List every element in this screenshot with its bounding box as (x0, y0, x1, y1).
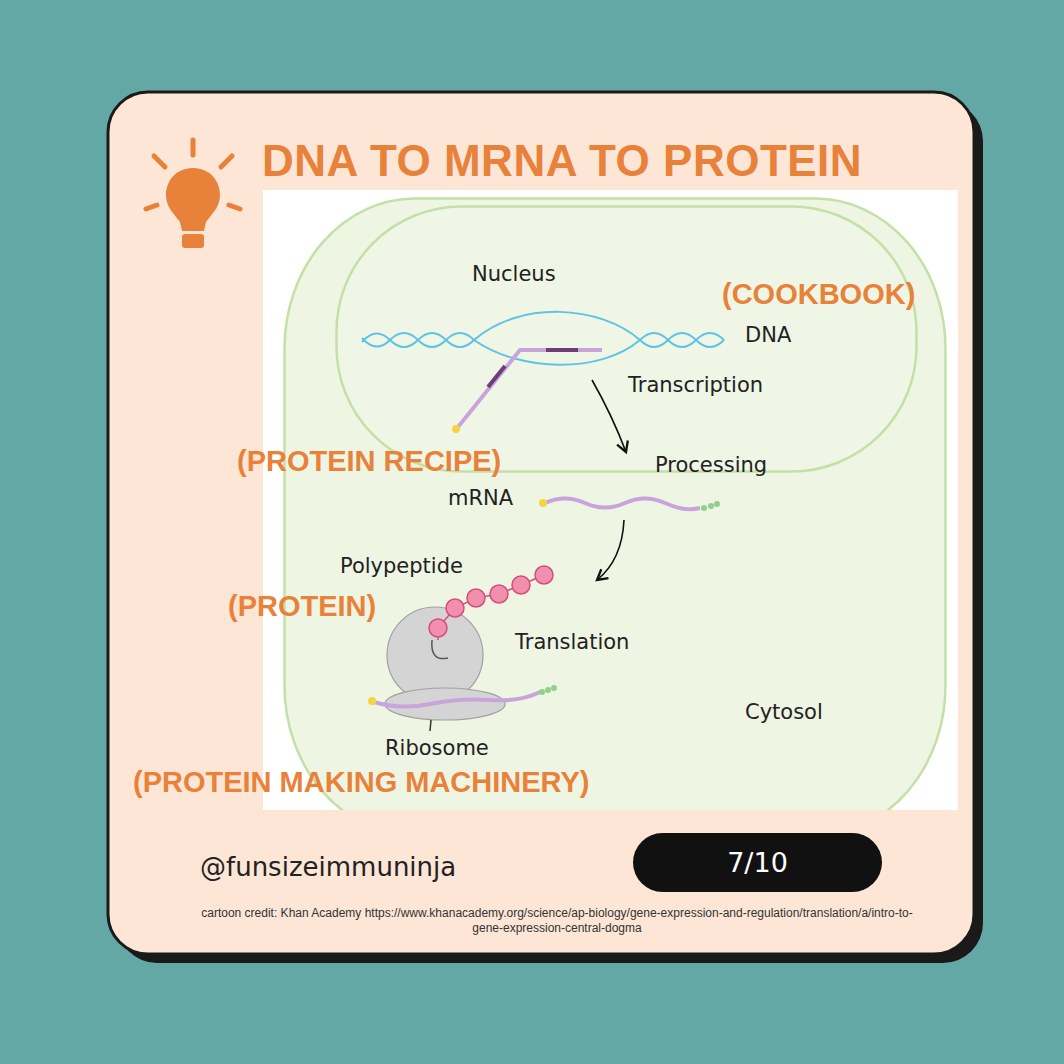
process-label: Processing (655, 453, 767, 477)
nascent-mrna (452, 350, 602, 433)
mature-mrna (539, 499, 720, 512)
label-wrap: (PROTEIN RECIPE) (237, 445, 501, 478)
label-wrap: Polypeptide (340, 554, 463, 578)
label-wrap: Transcription (628, 373, 763, 397)
label-wrap: mRNA (448, 486, 513, 510)
analogy-label: (PROTEIN RECIPE) (237, 445, 501, 478)
label-wrap: (PROTEIN MAKING MACHINERY) (133, 766, 589, 799)
label-wrap: (COOKBOOK) (722, 278, 915, 311)
label-wrap: cartoon credit: Khan Academy https://www… (197, 906, 917, 936)
part-label: Ribosome (385, 736, 489, 760)
process-label: Translation (515, 630, 629, 654)
nucleus-shape (335, 205, 918, 473)
label-wrap: (PROTEIN) (228, 590, 376, 623)
title-wrap: DNA TO MRNA TO PROTEIN (262, 136, 862, 186)
label-wrap: Processing (655, 453, 767, 477)
compartment-label: Cytosol (745, 700, 823, 724)
compartment-label: Nucleus (472, 262, 556, 286)
part-label: DNA (745, 323, 791, 347)
title: DNA TO MRNA TO PROTEIN (262, 136, 862, 186)
page-number: 7/10 (727, 847, 788, 878)
nucleus-outline: Nucleus (335, 205, 918, 473)
process-arrow (592, 380, 626, 452)
page-counter-pill: 7/10 (633, 833, 882, 892)
part-label: mRNA (448, 486, 513, 510)
label-wrap: Ribosome (385, 736, 489, 760)
lightbulb-icon (146, 140, 240, 248)
process-label: Transcription (628, 373, 763, 397)
dna-helix (362, 312, 724, 365)
text-wrap: Nucleus (472, 262, 556, 286)
analogy-label: (COOKBOOK) (722, 278, 915, 311)
ribosome (368, 607, 557, 731)
text-wrap: Cytosol (745, 700, 823, 724)
label-wrap: DNA (745, 323, 791, 347)
card-panel (108, 92, 974, 954)
label-wrap: @funsizeimmuninja (200, 852, 456, 882)
process-arrow (597, 520, 624, 580)
label-wrap: Translation (515, 630, 629, 654)
part-label: Polypeptide (340, 554, 463, 578)
author-handle: @funsizeimmuninja (200, 852, 456, 882)
analogy-label: (PROTEIN) (228, 590, 376, 623)
analogy-label: (PROTEIN MAKING MACHINERY) (133, 766, 589, 799)
credit-note: cartoon credit: Khan Academy https://www… (197, 906, 917, 936)
